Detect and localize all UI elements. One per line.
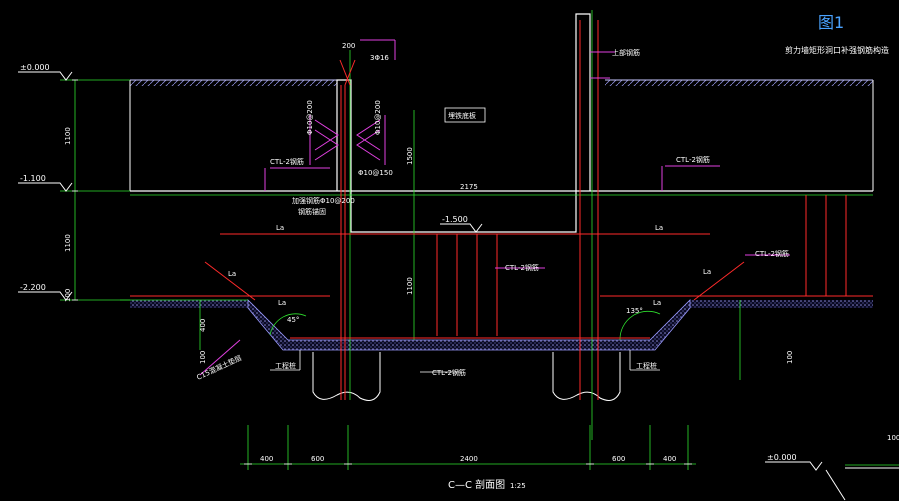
label-phi10-200-b: Φ10@200 (374, 100, 382, 135)
label-la-2: La (655, 224, 663, 232)
dim-1100: 1100 (406, 277, 414, 295)
label-la-4: La (703, 268, 711, 276)
title-number: 图1 (818, 13, 844, 32)
elevation-top-left: ±0.000 (20, 63, 50, 72)
dim-left-5: 100 (199, 351, 207, 364)
dim-top-200: 200 (342, 42, 355, 50)
dim-1500: 1500 (406, 147, 414, 165)
dim-left-3: 100 (64, 289, 72, 302)
dim-bottom-600-b: 600 (612, 455, 625, 463)
base-slab-left (130, 300, 248, 308)
label-la-6: La (653, 299, 661, 307)
label-add-rebar-a: 加强钢筋Φ10@200 (292, 196, 355, 205)
section-scale: 1:25 (510, 482, 526, 490)
dim-left-4: 400 (199, 319, 207, 332)
label-ctl-bottom: CTL-2钢筋 (432, 368, 466, 377)
label-ctl-mid: CTL-2钢筋 (505, 263, 539, 272)
dim-left-1: 1100 (64, 127, 72, 145)
embedded-label-box (444, 107, 486, 123)
pile-right (552, 352, 621, 401)
dim-bottom-400-b: 400 (663, 455, 676, 463)
ground-strip-right (605, 80, 873, 86)
label-ctl-right: CTL-2钢筋 (676, 155, 710, 164)
label-pile-left: 工程桩 (275, 361, 296, 370)
base-slab-right (690, 300, 873, 308)
label-pile-right: 工程桩 (636, 361, 657, 370)
dim-bottom-400-a: 400 (260, 455, 273, 463)
title-text: 剪力墙矩形洞口补强钢筋构造 (785, 45, 889, 55)
label-angle-left: 45° (287, 316, 299, 324)
label-phi10-200-a: Φ10@200 (306, 100, 314, 135)
label-la-5: La (278, 299, 286, 307)
label-embedded: 埋铁底板 (448, 111, 476, 120)
label-phi10-150: Φ10@150 (358, 169, 393, 177)
label-add-rebar-b: 钢筋锚固 (298, 207, 326, 216)
section-title: C—C 剖面图 (448, 478, 505, 491)
label-ctl-left: CTL-2钢筋 (270, 157, 304, 166)
elevation-bottom-left: -2.200 (20, 283, 46, 292)
pit-cushion (247, 299, 691, 351)
label-ctl-right-low: CTL-2钢筋 (755, 249, 789, 258)
dim-bottom-600-a: 600 (311, 455, 324, 463)
elevation-bottom-right: ±0.000 (767, 453, 797, 462)
elevation-pit-floor: -1.500 (442, 215, 468, 224)
elevation-mid-left: -1.100 (20, 174, 46, 183)
dim-2175: 2175 (460, 183, 478, 191)
label-la-3: La (228, 270, 236, 278)
label-angle-right: 135° (626, 307, 643, 315)
pile-left (312, 352, 381, 401)
ground-strip-left (130, 80, 337, 86)
dim-bottom-2400: 2400 (460, 455, 478, 463)
label-upper-rebar: 上部钢筋 (612, 48, 640, 57)
dim-left-2: 1100 (64, 234, 72, 252)
label-3phi16: 3Φ16 (370, 54, 389, 62)
dim-right-100: 100 (786, 351, 794, 364)
dim-far-right-100: 100 (887, 434, 899, 442)
label-la-1: La (276, 224, 284, 232)
pit-outline (336, 13, 591, 233)
